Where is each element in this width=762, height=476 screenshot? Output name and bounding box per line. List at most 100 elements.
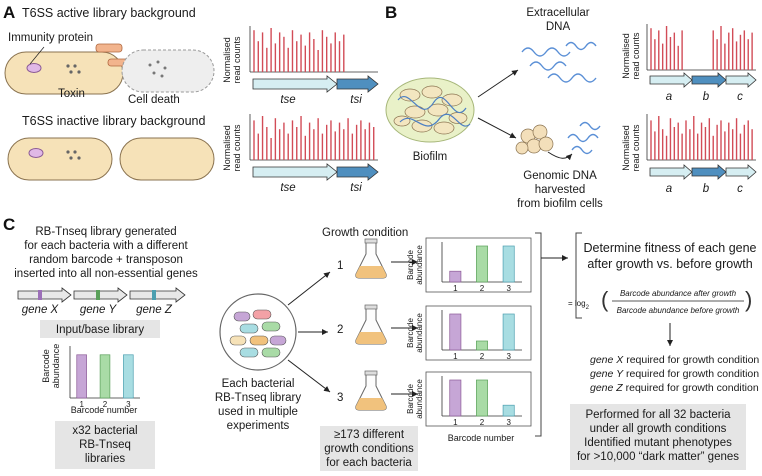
a-gene-track-2 (252, 163, 379, 181)
panel-label-b: B (385, 3, 397, 22)
dead-cell (121, 49, 215, 93)
performed-line-1: Performed for all 32 bacteria (585, 409, 731, 421)
arrow-cond-1 (287, 271, 331, 306)
each-bacterial-1: Each bacterial (222, 378, 295, 390)
x32-line-1: x32 bacterial (72, 425, 137, 437)
input-bar-3 (123, 354, 134, 399)
inactive-read-count-plot (249, 114, 378, 161)
fitness-bracket (575, 232, 582, 319)
genomic-label-2: harvested (535, 184, 586, 196)
each-bacterial-3: used in multiple (218, 406, 298, 418)
extracellular-label-1: Extracellular (526, 7, 589, 19)
b-gene-track-2 (649, 164, 757, 180)
c-gene-z: gene Z (136, 304, 173, 316)
min173-box (320, 426, 418, 471)
c-intro-3: random barcode + transposon (29, 254, 183, 266)
input-tick-2: 2 (103, 400, 108, 409)
immunity-protein-label: Immunity protein (8, 32, 93, 44)
condition-1-label: 1 (337, 260, 343, 272)
b-ylabel-2a: Normalised (621, 125, 631, 171)
inactive-library-title: T6SS inactive library background (22, 114, 205, 128)
condition-3-tick-3: 3 (506, 418, 511, 427)
input-library-label: Input/base library (56, 324, 144, 336)
performed-box (570, 404, 746, 470)
required-1: gene X required for growth condition 1 (590, 354, 762, 366)
inactive-cell-2 (119, 137, 215, 181)
x32-line-2: RB-Tnseq (79, 439, 131, 451)
condition-2-chart-frame (425, 305, 532, 361)
condition-2-bar-1 (449, 313, 462, 351)
toxin-dots-icon-2 (66, 150, 81, 160)
min173-line-1: ≥173 different (334, 429, 405, 441)
arrow-cond-3 (287, 359, 331, 393)
b-gene-b-1: b (703, 91, 710, 103)
condition-2-tick-1: 1 (453, 352, 458, 361)
flask-2-icon (355, 304, 387, 345)
condition-3-tick-1: 1 (453, 418, 458, 427)
input-tick-1: 1 (79, 400, 84, 409)
a-ylabel-1a: Normalised (222, 37, 232, 83)
condition-1-tick-3: 3 (506, 284, 511, 293)
genomic-dna-icon (567, 121, 601, 155)
x32-box (55, 421, 155, 469)
b-gene-a-1: a (666, 91, 672, 103)
a-ylabel-1b: read counts (232, 36, 242, 84)
panel-label-c: C (3, 215, 15, 234)
c-intro-1: RB-Tnseq library generated (35, 226, 176, 238)
b-ylabel-1b: read counts (631, 32, 641, 80)
condition-1-ylabel-2: abundance (415, 245, 424, 285)
extracellular-read-count-plot (646, 24, 756, 71)
condition-2-tick-3: 3 (506, 352, 511, 361)
performed-line-4: for >10,000 “dark matter” genes (577, 451, 739, 463)
input-bar-2 (99, 354, 111, 399)
condition-2-ylabel-1: Barcode (406, 318, 415, 348)
input-bar-1 (76, 354, 87, 399)
condition-1-bar-2 (476, 245, 488, 283)
condition-3-chart-frame (425, 371, 532, 427)
condition-2-label: 2 (337, 324, 343, 336)
c-gene-track (17, 287, 186, 303)
immunity-protein-icon (26, 63, 42, 73)
cell-death-label: Cell death (128, 94, 180, 106)
extracellular-dna-icon (521, 41, 597, 83)
condition-2-ylabel-2: abundance (415, 313, 424, 353)
formula-numerator: Barcode abundance after growth (620, 289, 737, 298)
flask-3-icon (355, 370, 387, 411)
condition-3-bar-1 (449, 379, 462, 417)
immunity-pointer (29, 46, 45, 65)
formula-prefix: = log2 (568, 299, 590, 311)
c-intro-2: for each bacteria with a different (24, 240, 188, 252)
min173-line-3: for each bacteria (326, 457, 412, 469)
b-gene-a-2: a (666, 183, 672, 195)
min173-line-2: growth conditions (324, 443, 414, 455)
dead-cell-dots-icon (148, 60, 167, 78)
determine-line-2: after growth vs. before growth (587, 257, 752, 271)
condition-1-chart-frame (425, 237, 532, 293)
condition-3-label: 3 (337, 392, 343, 404)
condition-3-tick-2: 2 (480, 418, 485, 427)
performed-line-3: Identified mutant phenotypes (584, 437, 732, 449)
arrow-to-extracellular (477, 69, 519, 98)
flask-1-icon (355, 238, 387, 279)
arrow-to-genomic (477, 117, 517, 139)
each-bacterial-2: RB-Tnseq library (215, 392, 302, 404)
bracket (535, 232, 542, 437)
formula-left-paren: ( (601, 287, 609, 312)
extracellular-label-2: DNA (546, 21, 571, 33)
a-gene-tse-1: tse (280, 94, 295, 106)
genomic-label-1: Genomic DNA (523, 170, 597, 182)
toxin-label: Toxin (58, 88, 85, 100)
each-bacterial-4: experiments (227, 420, 290, 432)
a-ylabel-2a: Normalised (222, 125, 232, 171)
c-intro-4: inserted into all non-essential genes (14, 268, 198, 280)
x32-line-3: libraries (85, 453, 126, 465)
panel-label-a: A (3, 3, 15, 22)
active-library-title: T6SS active library background (22, 6, 196, 20)
genomic-label-3: from biofilm cells (517, 198, 603, 210)
condition-2-bar-3 (502, 313, 515, 351)
input-xlabel: Barcode number (71, 405, 138, 415)
